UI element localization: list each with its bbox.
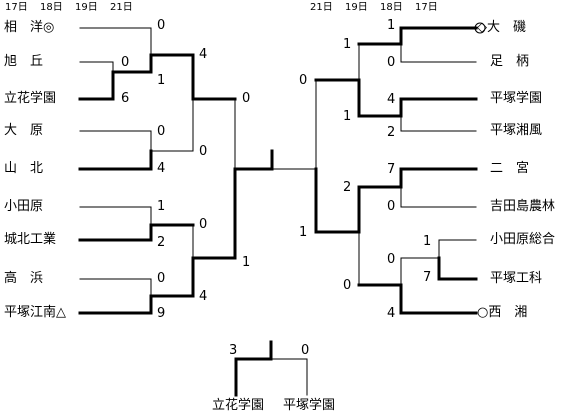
score-right-r2a-top: 1 xyxy=(343,37,352,52)
team-right-1: ◇大 磯 xyxy=(477,20,527,35)
score-right-r3b-top: 2 xyxy=(343,180,352,195)
score-left-oohara: 0 xyxy=(157,124,166,139)
score-right-semi-top: 0 xyxy=(299,73,308,88)
header-right-day-4: 17日 xyxy=(415,2,438,13)
final-team-left: 立花学園 xyxy=(212,398,265,413)
score-right-semi-bottom: 1 xyxy=(299,225,308,240)
score-left-r3b-top: 0 xyxy=(199,217,208,232)
score-left-semi-bottom: 1 xyxy=(242,255,251,270)
team-right-4: 平塚湘風 xyxy=(490,123,543,138)
line-oohara xyxy=(79,130,152,152)
score-right-odawarasogo: 1 xyxy=(423,234,432,249)
team-right-2: 足 柄 xyxy=(490,54,530,69)
score-left-r2a: 1 xyxy=(157,73,166,88)
score-right-yoshidajima: 0 xyxy=(387,199,396,214)
score-right-r3b-bottom: 0 xyxy=(343,278,352,293)
line-ashigara xyxy=(400,43,477,63)
score-left-r3b-bottom: 4 xyxy=(199,289,208,304)
line-souyou xyxy=(79,27,152,73)
team-left-8: 高 浜 xyxy=(4,271,44,286)
score-left-tachibana: 6 xyxy=(121,91,130,106)
line-final-left-top xyxy=(234,340,273,361)
team-left-3: 立花学園 xyxy=(4,91,57,106)
line-hiratsukakoka xyxy=(437,256,478,281)
score-left-r3a-bottom: 0 xyxy=(199,144,208,159)
line-asahigaoka xyxy=(79,61,114,100)
score-left-r3a-top: 4 xyxy=(199,47,208,62)
score-right-r2d-top: 0 xyxy=(387,252,396,267)
line-takahama xyxy=(79,278,152,297)
header-left-day-4: 21日 xyxy=(110,2,133,13)
team-right-6: 吉田島農林 xyxy=(490,199,556,214)
team-left-6: 小田原 xyxy=(4,199,44,214)
score-right-seisho: 4 xyxy=(387,306,396,321)
score-right-hiratsukakoka: 7 xyxy=(423,270,432,285)
final-score-right: 0 xyxy=(301,343,310,358)
score-left-johoku: 2 xyxy=(157,235,166,250)
team-right-3: 平塚学園 xyxy=(490,91,543,106)
score-left-asahigaoka: 0 xyxy=(121,55,130,70)
final-team-right: 平塚学園 xyxy=(283,398,336,413)
line-ooiso xyxy=(399,26,478,46)
score-right-ooiso: 1 xyxy=(387,18,396,33)
line-odawarasogo xyxy=(438,239,477,259)
line-yoshidajima xyxy=(400,186,477,208)
score-left-takahama: 0 xyxy=(157,271,166,286)
header-left-day-3: 19日 xyxy=(75,2,98,13)
team-left-1: 相 洋◎ xyxy=(4,20,55,35)
line-ninomiya xyxy=(399,167,478,189)
score-right-hiratsukagakuen: 4 xyxy=(387,92,396,107)
team-left-4: 大 原 xyxy=(4,123,44,138)
team-right-7: 小田原総合 xyxy=(490,232,556,247)
line-hiratsukashofu xyxy=(400,115,477,132)
line-final-right xyxy=(270,358,308,396)
team-left-2: 旭 丘 xyxy=(4,54,44,69)
score-right-hiratsukashofu: 2 xyxy=(387,125,396,140)
score-left-sanboku: 4 xyxy=(157,161,166,176)
score-right-ashigara: 0 xyxy=(387,55,396,70)
score-right-r2a-bottom: 1 xyxy=(343,109,352,124)
diamond-mark-icon xyxy=(474,22,486,34)
header-right-day-2: 19日 xyxy=(345,2,368,13)
team-right-9: ○西 湘 xyxy=(477,305,528,320)
score-left-semi-top: 0 xyxy=(242,91,251,106)
line-r1r-d-mid xyxy=(400,257,440,286)
line-odawara xyxy=(79,206,152,226)
header-right-day-3: 18日 xyxy=(380,2,403,13)
header-right-day-1: 21日 xyxy=(310,2,333,13)
score-left-odawara: 1 xyxy=(157,199,166,214)
team-left-7: 城北工業 xyxy=(4,232,57,247)
team-right-5: 二 宮 xyxy=(490,161,530,176)
team-left-9: 平塚江南△ xyxy=(4,305,67,320)
score-left-souyou: 0 xyxy=(157,18,166,33)
score-left-hiratsukakonan: 9 xyxy=(157,306,166,321)
line-seisho xyxy=(399,283,478,315)
header-left-day-2: 18日 xyxy=(40,2,63,13)
team-right-8: 平塚工科 xyxy=(490,271,543,286)
score-right-ninomiya: 7 xyxy=(387,162,396,177)
final-score-left: 3 xyxy=(229,343,238,358)
header-left-day-1: 17日 xyxy=(5,2,28,13)
team-left-5: 山 北 xyxy=(4,161,44,176)
line-hiratsukagakuen xyxy=(399,97,478,118)
